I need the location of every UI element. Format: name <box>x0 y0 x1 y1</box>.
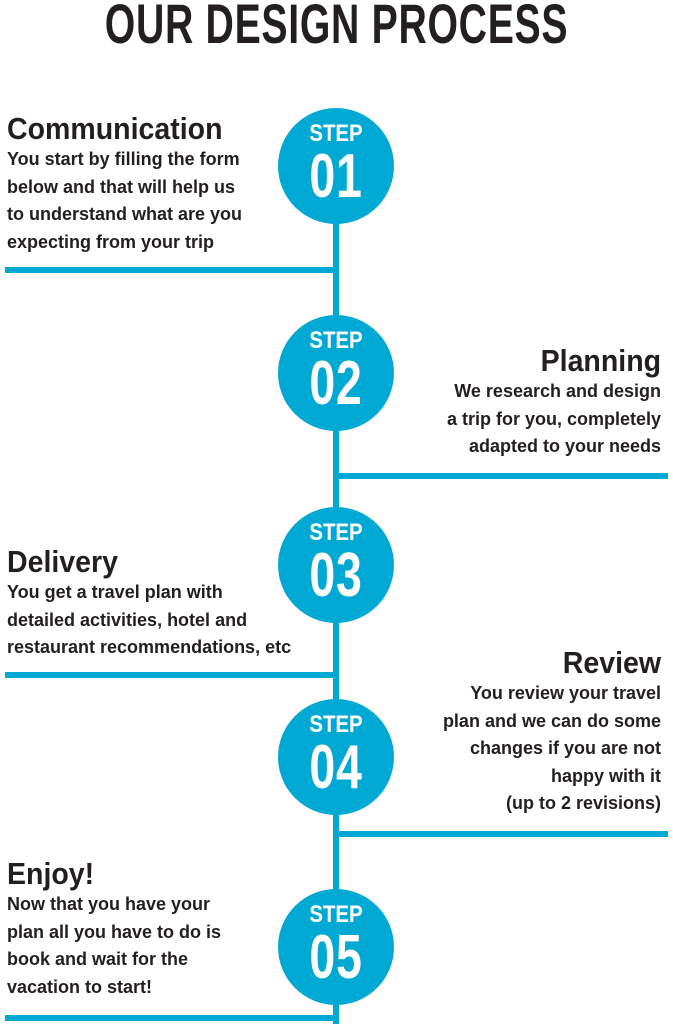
step-01-divider <box>5 267 337 273</box>
step-label: STEP <box>309 711 363 738</box>
description-line: below and that will help us <box>7 176 236 197</box>
description-line: (up to 2 revisions) <box>505 793 661 813</box>
step-description: We research and design a trip for you, c… <box>447 378 661 461</box>
description-line: changes if you are not <box>469 738 661 758</box>
description-line: We research and design <box>454 381 661 401</box>
step-05-text: Enjoy! Now that you have your plan all y… <box>7 857 221 1001</box>
step-03-divider <box>5 672 337 678</box>
description-line: You review your travel <box>470 683 661 703</box>
step-number: 03 <box>309 541 363 610</box>
description-line: adapted to your needs <box>468 436 661 456</box>
step-number: 01 <box>309 142 363 211</box>
description-line: a trip for you, completely <box>446 408 661 429</box>
step-04-badge: STEP 04 <box>278 699 394 815</box>
step-03-text: Delivery You get a travel plan with deta… <box>7 545 291 662</box>
step-02-badge: STEP 02 <box>278 315 394 431</box>
page-title: OUR DESIGN PROCESS <box>104 0 569 55</box>
description-line: vacation to start! <box>7 976 153 997</box>
step-description: You get a travel plan with detailed acti… <box>7 579 291 662</box>
step-03-badge: STEP 03 <box>278 507 394 623</box>
description-line: to understand what are you <box>7 204 243 224</box>
step-number: 04 <box>309 733 363 802</box>
description-line: You get a travel plan with <box>7 582 223 602</box>
step-05-divider <box>5 1015 337 1021</box>
step-heading: Enjoy! <box>7 856 95 891</box>
step-label: STEP <box>309 327 363 354</box>
step-description: You review your travel plan and we can d… <box>443 680 661 818</box>
step-number: 05 <box>309 923 363 992</box>
description-line: restaurant recommendations, etc <box>7 637 292 657</box>
description-line: plan all you have to do is <box>7 921 222 942</box>
step-heading: Communication <box>7 111 223 146</box>
step-label: STEP <box>309 519 363 546</box>
step-02-divider <box>335 473 668 479</box>
description-line: happy with it <box>551 765 661 786</box>
step-01-badge: STEP 01 <box>278 108 394 224</box>
step-description: You start by filling the form below and … <box>7 146 242 256</box>
step-02-text: Planning We research and design a trip f… <box>447 344 661 461</box>
step-heading: Delivery <box>7 544 118 579</box>
description-line: plan and we can do some <box>442 710 661 731</box>
description-line: detailed activities, hotel and <box>7 609 248 630</box>
step-label: STEP <box>309 120 363 147</box>
description-line: book and wait for the <box>7 949 189 969</box>
step-04-divider <box>335 831 668 837</box>
step-number: 02 <box>309 349 363 418</box>
step-05-badge: STEP 05 <box>278 889 394 1005</box>
step-description: Now that you have your plan all you have… <box>7 891 221 1001</box>
step-01-text: Communication You start by filling the f… <box>7 112 242 256</box>
step-heading: Planning <box>540 343 661 378</box>
description-line: You start by filling the form <box>7 149 240 169</box>
step-04-text: Review You review your travel plan and w… <box>443 646 661 818</box>
step-label: STEP <box>309 901 363 928</box>
description-line: Now that you have your <box>7 894 211 914</box>
description-line: expecting from your trip <box>7 231 215 252</box>
step-heading: Review <box>562 645 661 680</box>
